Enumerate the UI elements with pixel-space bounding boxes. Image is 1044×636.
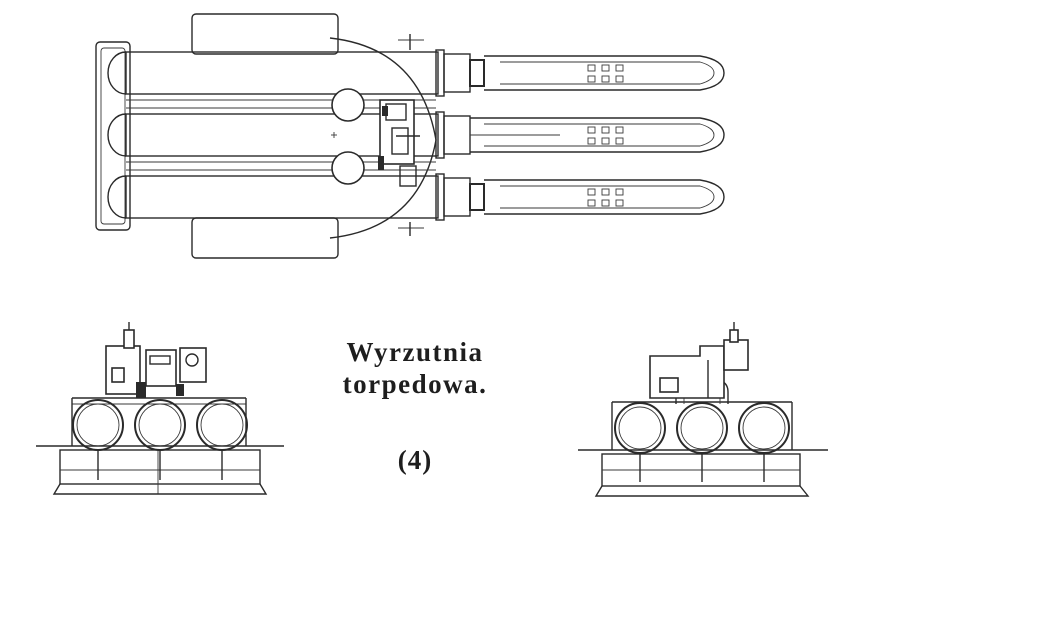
air-flask-lower [331, 151, 365, 185]
top-mechanism-left [105, 322, 207, 398]
figure-caption: Wyrzutnia torpedowa. (4) [300, 336, 530, 476]
firing-mechanism [378, 99, 420, 187]
upper-platform-plate [191, 13, 339, 55]
figure-number: (4) [397, 445, 433, 475]
tube-muzzle-right-3 [738, 402, 790, 454]
top-mechanism-right [649, 322, 749, 399]
air-flask-upper [331, 88, 365, 122]
torpedo-tube-lower [107, 173, 725, 221]
torpedo-tube-upper [107, 49, 725, 97]
rear-end-frame [95, 41, 131, 231]
tube-muzzle-right-2 [676, 402, 728, 454]
caption-title-line-2: torpedowa. [342, 369, 488, 399]
torpedo-tube-middle [107, 111, 725, 159]
caption-title-line-1: Wyrzutnia [346, 337, 484, 367]
tube-muzzle-right-1 [614, 402, 666, 454]
